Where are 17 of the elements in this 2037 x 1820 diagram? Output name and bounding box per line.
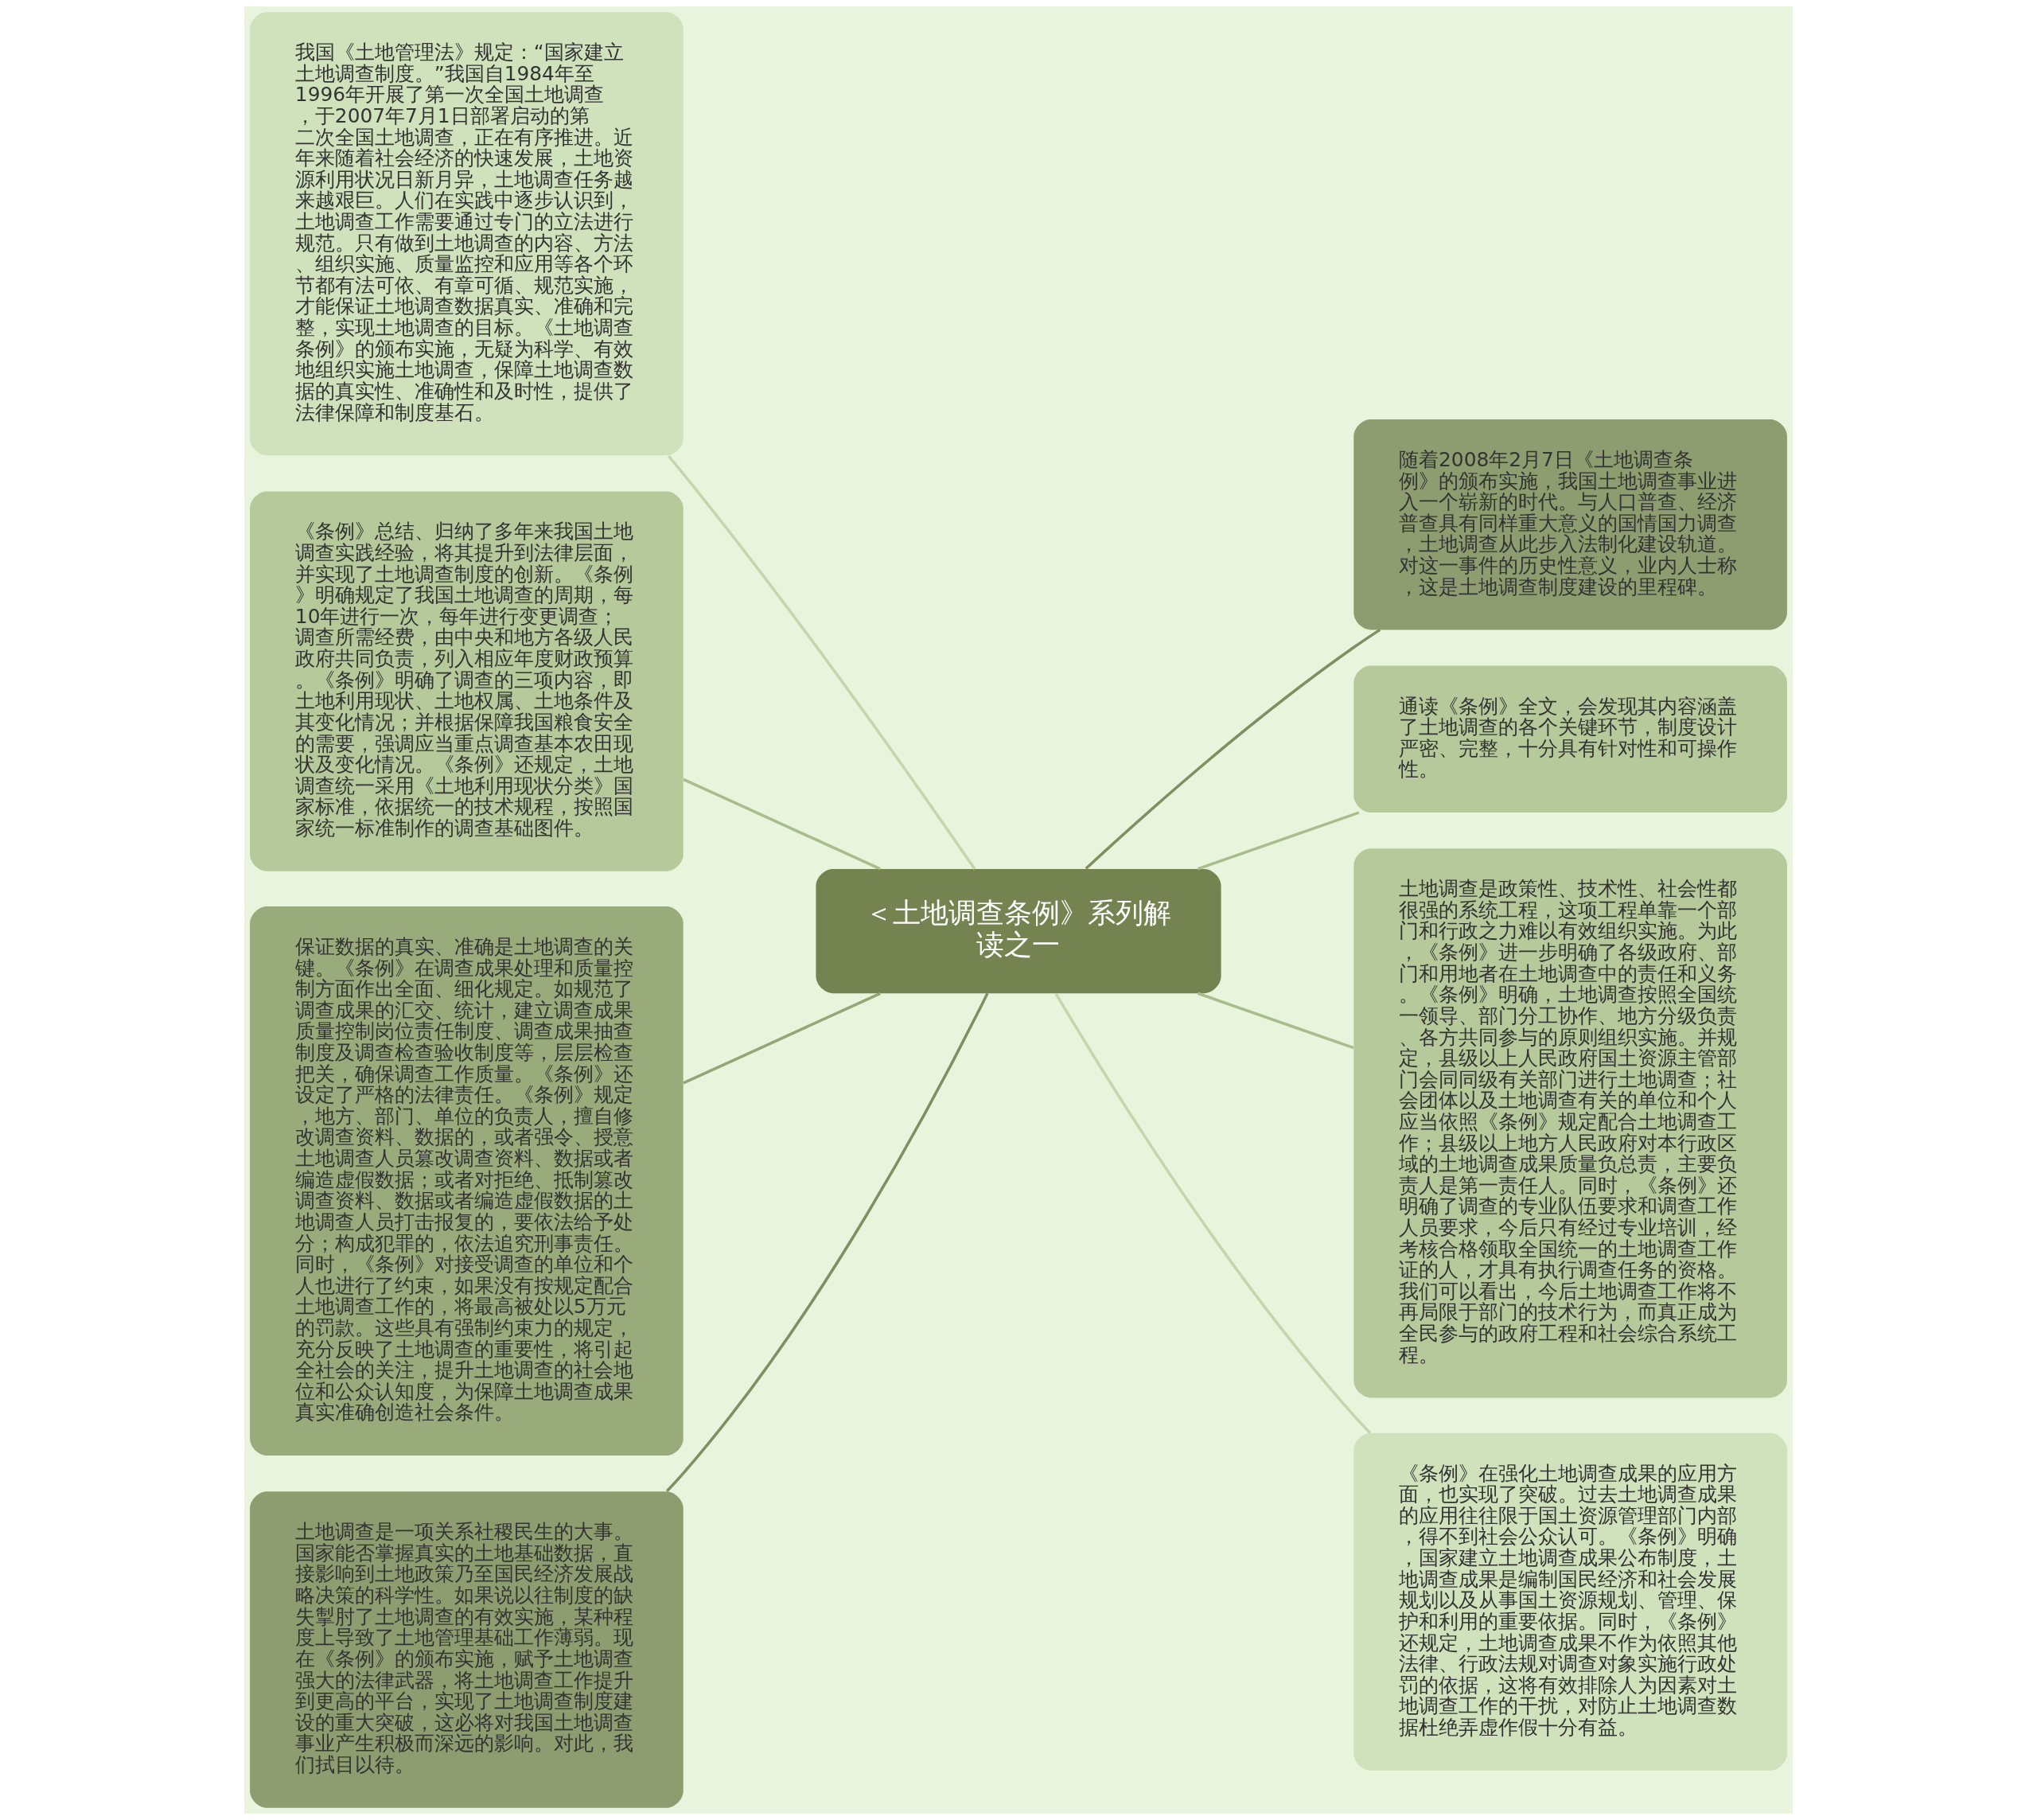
node-box: 保证数据的真实、准确是土地调查的关键。《条例》在调查成果处理和质量控制方面作出全面、细化规定。如规范了调查成果的汇交、统计，建立调查成果质量控制岗位责任制度、调查成果抽查制度及调查检查验收制度等，层层检查把关，确保调查工作质量。《条例》还设定了严格的法律责任。《条例》规定，地方、部门、单位的负责人，擅自修改调查资料、数据的，或者强令、授意土地调查人员篡改调查资料、数据或者编造虚假数据；或者对拒绝、抵制篡改调查资料、数据或者编造虚假数据的土地调查人员打击报复的，要依法给予处分；构成犯罪的，依法追究刑事责任。同时，《条例》对接受调查的单位和个人也进行了约束，如果没有按规定配合土地调查工作的，将最高被处以5万元的罚款。这些具有强制约束力的规定，充分反映了土地调查的重要性，将引起全社会的关注，提升土地调查的社会地位和公众认知度，为保障土地调查成果真实准确创造社会条件。 — [250, 906, 684, 1456]
node-box: ＜土地调查条例》系列解读之一 — [816, 869, 1221, 994]
node-box: 《条例》总结、归纳了多年来我国土地调查实践经验，将其提升到法律层面，并实现了土地调查制度的创新。《条例》明确规定了我国土地调查的周期，每10年进行一次，每年进行变更调查；调查所需经费，由中央和地方各级人民政府共同负责，列入相应年度财政预算。《条例》明确了调查的三项内容，即土地利用现状、土地权属、土地条件及其变化情况；并根据保障我国粮食安全的需要，强调应当重点调查基本农田现状及变化情况。《条例》还规定，土地调查统一采用《土地利用现状分类》国家标准，依据统一的技术规程，按照国家统一标准制作的调查基础图件。 — [250, 491, 684, 871]
node-box: 随着2008年2月7日《土地调查条例》的颁布实施，我国土地调查事业进入一个崭新的时代。与人口普查、经济普查具有同样重大意义的国情国力调查，土地调查从此步入法制化建设轨道。对这一事件的历史性意义，业内人士称，这是土地调查制度建设的里程碑。 — [1353, 419, 1787, 630]
connector — [683, 992, 881, 1085]
node-box: 通读《条例》全文，会发现其内容涵盖了土地调查的各个关键环节，制度设计严密、完整，十分具有针对性和可操作性。 — [1353, 665, 1787, 813]
connector — [668, 454, 976, 871]
connector — [1054, 992, 1372, 1434]
connector — [1197, 811, 1360, 871]
node-box: 《条例》在强化土地调查成果的应用方面，也实现了突破。过去土地调查成果的应用往往限于国土资源管理部门内部，得不到社会公众认可。《条例》明确，国家建立土地调查成果公布制度，土地调查成果是编制国民经济和社会发展规划以及从事国土资源规划、管理、保护和利用的重要依据。同时，《条例》还规定，土地调查成果不作为依照其他法律、行政法规对调查对象实施行政处罚的依据，这将有效排除人为因素对土地调查工作的干扰，对防止土地调查数据杜绝弄虚作假十分有益。 — [1353, 1432, 1787, 1771]
node-box: 土地调查是政策性、技术性、社会性都很强的系统工程，这项工程单靠一个部门和行政之力难以有效组织实施。为此，《条例》进一步明确了各级政府、部门和用地者在土地调查中的责任和义务。《条例》明确，土地调查按照全国统一领导、部门分工协作、地方分级负责、各方共同参与的原则组织实施。并规定，县级以上人民政府国土资源主管部门会同同级有关部门进行土地调查；社会团体以及土地调查有关的单位和个人应当依照《条例》规定配合土地调查工作；县级以上地方人民政府对本行政区域的土地调查成果质量负总责，主要负责人是第一责任人。同时，《条例》还明确了调查的专业队伍要求和调查工作人员要求，今后只有经过专业培训，经考核合格领取全国统一的土地调查工作证的人，才具有执行调查任务的资格。我们可以看出，今后土地调查工作将不再局限于部门的技术行为，而真正成为全民参与的政府工程和社会综合系统工程。 — [1353, 848, 1787, 1398]
connector — [665, 992, 989, 1492]
node-box: 土地调查是一项关系社稷民生的大事。国家能否掌握真实的土地基础数据，直接影响到土地政策乃至国民经济发展战略决策的科学性。如果说以往制度的缺失掣肘了土地调查的有效实施，某种程度上导致了土地管理基础工作薄弱。现在《条例》的颁布实施，赋予土地调查强大的法律武器，将土地调查工作提升到更高的平台，实现了土地调查制度建设的重大突破，这必将对我国土地调查事业产生积极而深远的影响。对此，我们拭目以待。 — [250, 1491, 684, 1808]
node-box: 我国《土地管理法》规定：“国家建立土地调查制度。”我国自1984年至1996年开展了第一次全国土地调查，于2007年7月1日部署启动的第二次全国土地调查，正在有序推进。近年来随着社会经济的快速发展，土地资源利用状况日新月异，土地调查任务越来越艰巨。人们在实践中逐步认识到，土地调查工作需要通过专门的立法进行规范。只有做到土地调查的内容、方法、组织实施、质量监控和应用等各个环节都有法可依、有章可循、规范实施，才能保证土地调查数据真实、准确和完整，实现土地调查的目标。《土地调查条例》的颁布实施，无疑为科学、有效地组织实施土地调查，保障土地调查数据的真实性、准确性和及时性，提供了法律保障和制度基石。 — [250, 12, 684, 456]
connector — [1085, 628, 1381, 870]
connector — [1197, 992, 1354, 1050]
connector — [683, 777, 881, 871]
